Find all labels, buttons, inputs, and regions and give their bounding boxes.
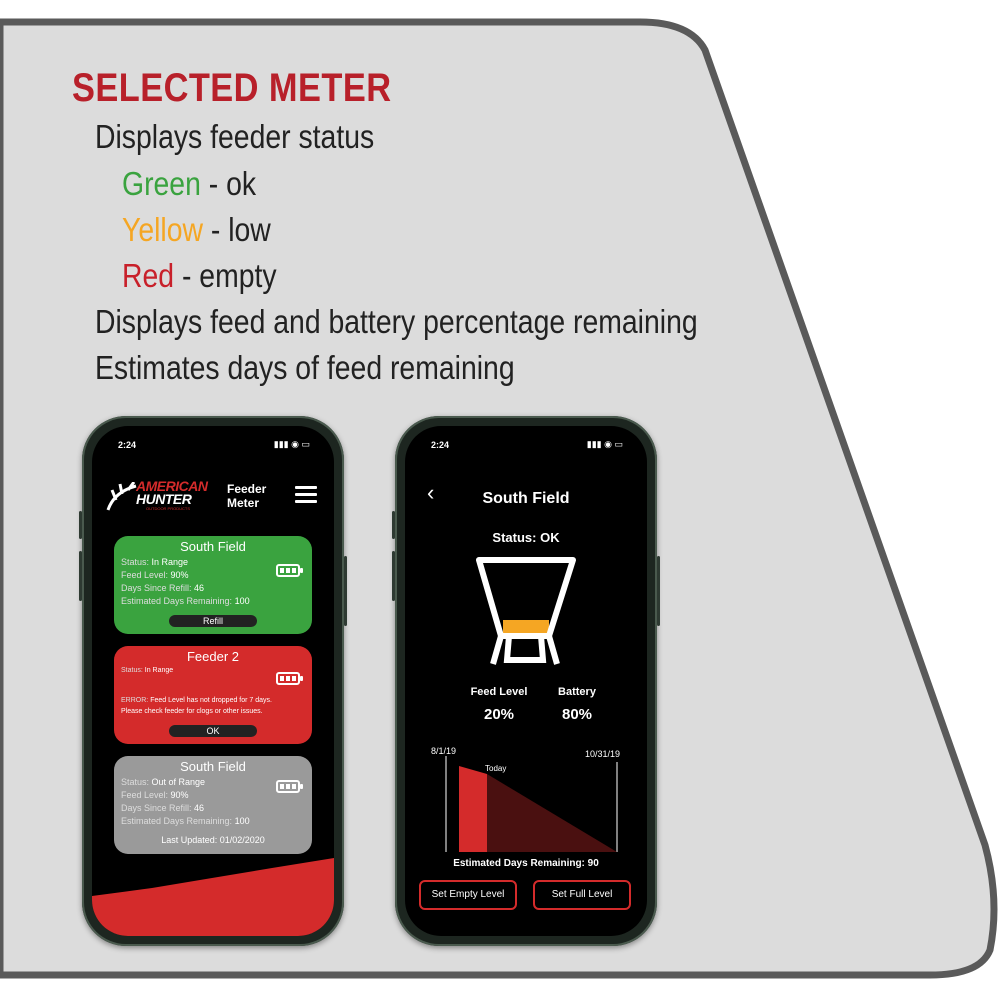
error-label: ERROR:	[121, 697, 149, 704]
chart-end-date: 10/31/19	[585, 749, 621, 759]
heading: SELECTED METER	[72, 66, 392, 110]
phone-side-button	[79, 551, 82, 601]
ok-button[interactable]: OK	[169, 725, 257, 737]
phone-side-button	[392, 511, 395, 539]
card-status: Status: Out of Range	[121, 777, 205, 787]
card-title: Feeder 2	[186, 649, 240, 664]
logo-line2: HUNTER	[136, 491, 192, 507]
logo-line3: OUTDOOR PRODUCTS	[146, 506, 190, 511]
card-status: Status: In Range	[121, 557, 188, 567]
feed-level-label: Feed Level	[470, 686, 528, 698]
est-value: 100	[234, 816, 250, 826]
set-full-level-button[interactable]: Set Full Level	[533, 880, 631, 910]
app-title-line1: Feeder	[227, 482, 267, 496]
estimated-days-remaining: Estimated Days Remaining: 90	[453, 858, 599, 869]
feed-value: 90%	[170, 790, 189, 800]
notch	[163, 426, 263, 446]
set-empty-level-button[interactable]: Set Empty Level	[419, 880, 517, 910]
phone-feeder-detail: 2:24 ▮▮▮ ◉ ▭ ‹ South Field Status: OK Fe…	[392, 416, 660, 946]
red-rest: - empty	[174, 257, 277, 294]
phone-feeder-list: 2:24 ▮▮▮ ◉ ▭ AMERICAN HUNTER OUTDOOR PRO…	[79, 416, 347, 946]
feeder-card-offline[interactable]: South Field Status: Out of Range Feed Le…	[114, 756, 312, 854]
signal-wifi-battery-icon: ▮▮▮ ◉ ▭	[273, 439, 310, 449]
error-text: Feed Level has not dropped for 7 days.	[150, 697, 272, 704]
feature-green: Green - ok	[122, 165, 256, 203]
status-time: 2:24	[118, 440, 137, 450]
american-hunter-logo: AMERICAN HUNTER OUTDOOR PRODUCTS	[106, 478, 216, 518]
phone-screen: 2:24 ▮▮▮ ◉ ▭ AMERICAN HUNTER OUTDOOR PRO…	[92, 426, 334, 936]
status-value: In Range	[151, 557, 189, 567]
feature-percentage: Displays feed and battery percentage rem…	[95, 303, 698, 340]
decorative-red-stripe	[92, 858, 334, 936]
phone-side-button	[79, 511, 82, 539]
est-value: 100	[234, 596, 250, 606]
last-updated: Last Updated: 01/02/2020	[161, 835, 265, 845]
refill-label: Days Since Refill:	[121, 803, 192, 813]
refill-value: 46	[194, 583, 205, 593]
phone-screen: 2:24 ▮▮▮ ◉ ▭ ‹ South Field Status: OK Fe…	[405, 426, 647, 936]
card-status: Status: In Range	[121, 667, 173, 674]
feeder-hopper-icon	[476, 557, 576, 665]
phone-side-button	[344, 556, 347, 626]
status-value: Out of Range	[151, 777, 206, 787]
card-refill: Days Since Refill: 46	[121, 803, 204, 813]
feeder-card-error[interactable]: Feeder 2 Status: In Range ERROR: Feed Le…	[114, 646, 312, 744]
error-line1: ERROR: Feed Level has not dropped for 7 …	[121, 697, 272, 704]
card-feed: Feed Level: 90%	[121, 570, 189, 580]
card-title: South Field	[180, 759, 246, 774]
status-label: Status:	[121, 667, 143, 674]
feature-status: Displays feeder status	[95, 118, 375, 155]
battery-label: Battery	[558, 686, 596, 698]
signal-wifi-battery-icon: ▮▮▮ ◉ ▭	[586, 439, 623, 449]
feature-red: Red - empty	[122, 257, 277, 295]
refill-label: Days Since Refill:	[121, 583, 192, 593]
yellow-word: Yellow	[122, 211, 204, 248]
card-refill: Days Since Refill: 46	[121, 583, 204, 593]
battery-icon	[276, 780, 303, 793]
red-word: Red	[122, 257, 175, 294]
antler-icon	[106, 482, 137, 511]
logo-line1: AMERICAN	[136, 478, 208, 494]
feature-yellow: Yellow - low	[122, 211, 271, 249]
error-line2: Please check feeder for clogs or other i…	[121, 708, 263, 715]
feeder-card-ok[interactable]: South Field Status: In Range Feed Level:…	[114, 536, 312, 634]
feed-level-value: 20%	[483, 706, 515, 723]
green-word: Green	[122, 165, 201, 202]
detail-status: Status: OK	[492, 530, 560, 545]
phone-side-button	[657, 556, 660, 626]
card-feed: Feed Level: 90%	[121, 790, 189, 800]
status-label: Status:	[121, 557, 150, 567]
feed-value: 90%	[170, 570, 189, 580]
status-label: Status:	[121, 777, 150, 787]
back-chevron-icon[interactable]: ‹	[427, 480, 435, 505]
phone-side-button	[392, 551, 395, 601]
notch	[476, 426, 576, 446]
card-estimate: Estimated Days Remaining: 100	[121, 816, 250, 826]
refill-button[interactable]: Refill	[169, 615, 257, 627]
status-value: In Range	[144, 667, 174, 674]
est-label: Estimated Days Remaining:	[121, 596, 233, 606]
battery-icon	[276, 672, 303, 685]
battery-icon	[276, 564, 303, 577]
feed-label: Feed Level:	[121, 570, 169, 580]
card-estimate: Estimated Days Remaining: 100	[121, 596, 250, 606]
status-time: 2:24	[431, 440, 450, 450]
feed-depletion-chart	[445, 756, 618, 852]
feed-label: Feed Level:	[121, 790, 169, 800]
chart-start-date: 8/1/19	[431, 746, 457, 756]
battery-value: 80%	[561, 706, 593, 723]
card-title: South Field	[180, 539, 246, 554]
detail-title: South Field	[482, 490, 570, 507]
app-title-line2: Meter	[227, 496, 260, 510]
chart-today-label: Today	[485, 764, 507, 773]
hamburger-menu-icon[interactable]	[295, 486, 317, 507]
green-rest: - ok	[200, 165, 257, 202]
refill-value: 46	[194, 803, 205, 813]
est-label: Estimated Days Remaining:	[121, 816, 233, 826]
yellow-rest: - low	[203, 211, 271, 248]
feature-estimate: Estimates days of feed remaining	[95, 349, 515, 386]
